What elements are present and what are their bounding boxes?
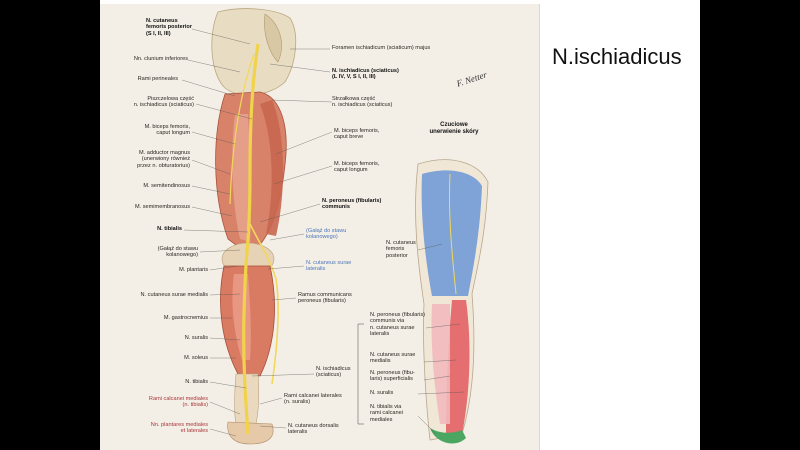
label-piszczelowa: Piszczelowa część n. ischiadicus (sciati… xyxy=(133,96,194,109)
label-plantares-lat: Nn. plantares mediales et laterales xyxy=(150,422,208,435)
label-cut-surae-med-r: N. cutaneus surae medialis xyxy=(370,352,416,365)
label-cut-fem-post: N. cutaneus femoris posterior xyxy=(386,240,416,259)
label-tibialis-via: N. tibialis via rami calcanei mediales xyxy=(370,404,403,423)
sensory-nerve xyxy=(448,173,457,295)
leg-illustration xyxy=(181,4,540,450)
label-strzalkowa: Strzałkowa część n. ischiadicus (sciatic… xyxy=(332,96,393,109)
label-ischiadicus: N. ischiadicus (sciaticus) (L IV, V, S I… xyxy=(332,68,399,81)
sacrum-bone xyxy=(264,13,282,63)
label-plantaris: M. plantaris xyxy=(179,267,208,273)
slide: N. cutaneus femoris posterior (S I, II, … xyxy=(100,0,700,450)
cutaneous-branch xyxy=(229,53,255,205)
label-peroneus: N. peroneus (fibularis) communis xyxy=(322,198,382,211)
label-foramen: Foramen ischiadicum (sciaticum) majus xyxy=(332,45,431,51)
label-cut-surae-med: N. cutaneus surae medialis xyxy=(140,292,208,298)
bracket xyxy=(357,323,364,425)
label-peroneus-sup: N. peroneus (fibu- laris) superficialis xyxy=(370,370,415,383)
label-biceps-long-r: M. biceps femoris, caput longum xyxy=(334,161,380,174)
label-galaz-right: (Gałąź do stawu kolanowego) xyxy=(306,228,347,241)
label-adductor: M. adductor magnus (unerwiony również pr… xyxy=(137,150,190,169)
sensory-red-zone xyxy=(446,300,470,434)
label-perineales: Rami perineales xyxy=(137,76,178,82)
label-ischiadicus-low: N. ischiadicus (sciaticus) xyxy=(316,366,351,379)
slide-title: N.ischiadicus xyxy=(552,44,682,69)
sensory-heel-zone xyxy=(430,428,466,444)
sciatic-nerve xyxy=(242,43,260,435)
label-cutaneus-post: N. cutaneus femoris posterior (S I, II, … xyxy=(146,18,193,37)
label-clunium: Nn. clunium inferiores xyxy=(133,56,188,62)
label-cut-surae-lat: N. cutaneus surae lateralis xyxy=(306,260,352,273)
label-tibialis-low: N. tibialis xyxy=(185,379,208,385)
peroneal-branch xyxy=(249,223,279,385)
label-tibialis: N. tibialis xyxy=(157,226,182,232)
sensory-title: Czuciowe unerwienie skóry xyxy=(429,122,479,135)
label-semitendinosus: M. semitendinosus xyxy=(143,183,190,189)
label-suralis: N. suralis xyxy=(184,335,208,341)
label-semimembranosus: M. semimembranosus xyxy=(134,204,190,210)
label-peroneus-via: N. peroneus (fibularis) communis via n. … xyxy=(370,312,426,338)
label-gastrocnemius: M. gastrocnemius xyxy=(163,315,208,321)
label-suralis-r: N. suralis xyxy=(370,390,394,396)
label-ramus-comm: Ramus communicans peroneus (fibularis) xyxy=(298,292,352,305)
anatomy-plate: N. cutaneus femoris posterior (S I, II, … xyxy=(100,4,540,450)
label-calcanei-med: Rami calcanei mediales (n. tibialis) xyxy=(148,396,208,409)
leader-lines xyxy=(181,28,465,437)
foot xyxy=(227,421,274,445)
sensory-pink-zone xyxy=(431,304,450,424)
thigh-muscle-highlight xyxy=(232,114,251,242)
label-soleus: M. soleus xyxy=(184,355,208,361)
label-galaz-left: (Gałąź do stawu kolanowego) xyxy=(157,246,198,259)
calf-highlight xyxy=(232,274,251,360)
label-biceps-brevi: M. biceps femoris, caput breve xyxy=(334,128,380,141)
label-cut-dorsalis: N. cutaneus dorsalis lateralis xyxy=(288,423,339,436)
label-calcanei-lat: Rami calcanei laterales (n. suralis) xyxy=(284,393,342,406)
biceps-muscle xyxy=(260,100,284,236)
label-biceps-long: M. biceps femoris, caput longum xyxy=(144,124,190,137)
sensory-blue-zone xyxy=(421,170,482,296)
